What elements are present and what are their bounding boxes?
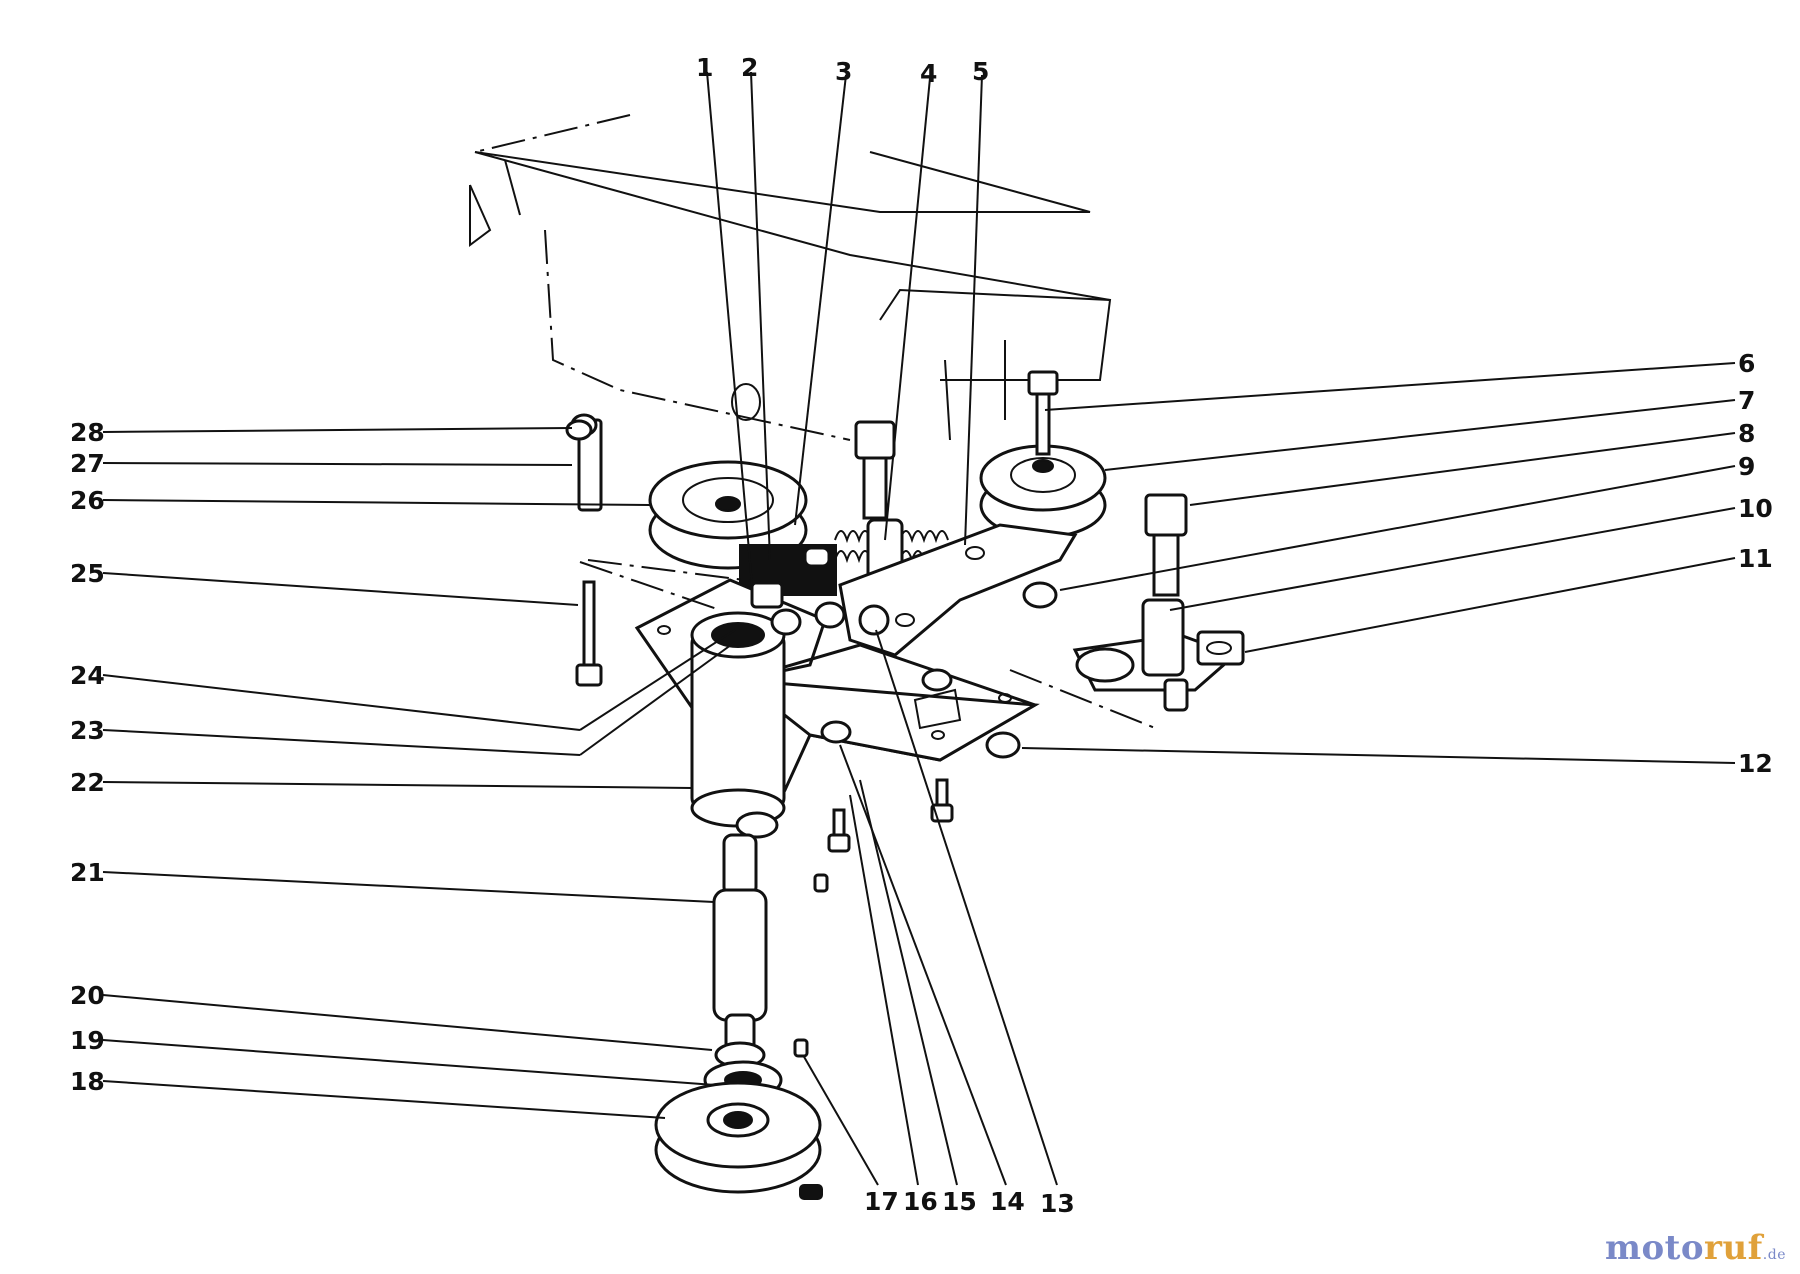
callout-8: 8 (1738, 419, 1755, 448)
leader-lines (102, 71, 1736, 1186)
leader-18 (102, 1080, 666, 1119)
leader-24 (102, 674, 581, 731)
leader-23 (102, 729, 581, 756)
leader-2 (750, 71, 771, 561)
callout-11: 11 (1738, 544, 1773, 573)
callout-3: 3 (835, 57, 852, 86)
spindle-assembly (654, 611, 829, 1200)
callout-13: 13 (1040, 1189, 1075, 1218)
callout-19: 19 (70, 1026, 105, 1055)
callout-15: 15 (942, 1187, 977, 1216)
leader-13 (875, 629, 1058, 1186)
leader-26 (102, 499, 651, 506)
callout-6: 6 (1738, 349, 1755, 378)
callout-numbers: 1 2 3 4 5 6 7 8 9 10 11 12 13 14 15 16 1… (70, 53, 1773, 1218)
leader-11 (1244, 557, 1736, 653)
leader-28 (102, 427, 573, 433)
watermark-suffix: .de (1762, 1247, 1786, 1263)
leader-19 (102, 1039, 716, 1086)
callout-7: 7 (1738, 386, 1755, 415)
leader-17 (802, 1054, 879, 1186)
callout-1: 1 (696, 53, 713, 82)
callout-9: 9 (1738, 452, 1755, 481)
right-bracket (579, 559, 1245, 731)
callout-26: 26 (70, 486, 105, 515)
callout-2: 2 (741, 53, 758, 82)
leader-5 (964, 74, 983, 546)
callout-20: 20 (70, 981, 105, 1010)
callout-17: 17 (864, 1187, 899, 1216)
leader-4 (884, 77, 931, 541)
leader-25 (102, 572, 579, 606)
leader-6 (1044, 362, 1736, 411)
callout-5: 5 (972, 57, 989, 86)
callout-27: 27 (70, 449, 105, 478)
callout-10: 10 (1738, 494, 1773, 523)
leader-3 (794, 74, 847, 526)
leader-8 (1189, 432, 1736, 506)
callout-12: 12 (1738, 749, 1773, 778)
leader-12 (1021, 747, 1736, 764)
callout-4: 4 (920, 59, 937, 88)
leader-27 (102, 462, 573, 466)
callout-25: 25 (70, 559, 105, 588)
watermark-part1: moto (1604, 1228, 1705, 1268)
callout-24: 24 (70, 661, 105, 690)
leader-7 (1104, 399, 1736, 471)
leader-15 (859, 779, 958, 1186)
watermark-part2: ruf (1704, 1228, 1763, 1268)
callout-23: 23 (70, 716, 105, 745)
callout-22: 22 (70, 768, 105, 797)
leader-20 (102, 994, 713, 1051)
leader-16 (849, 794, 919, 1186)
callout-16: 16 (903, 1187, 938, 1216)
motoruf-watermark[interactable]: motoruf.de (1605, 1228, 1786, 1268)
callout-21: 21 (70, 858, 105, 887)
idler-arm (838, 523, 1078, 657)
callout-18: 18 (70, 1067, 105, 1096)
deck-housing (469, 114, 1112, 441)
leader-9 (1059, 465, 1736, 591)
callout-14: 14 (990, 1187, 1025, 1216)
leader-14 (839, 744, 1007, 1186)
leader-22 (102, 781, 693, 789)
leader-1 (706, 71, 753, 586)
bolts (570, 370, 1188, 853)
right-pulley (979, 444, 1107, 539)
small-parts (565, 419, 1058, 759)
leader-21 (102, 871, 715, 903)
callout-28: 28 (70, 418, 105, 447)
leader-10 (1169, 507, 1736, 611)
